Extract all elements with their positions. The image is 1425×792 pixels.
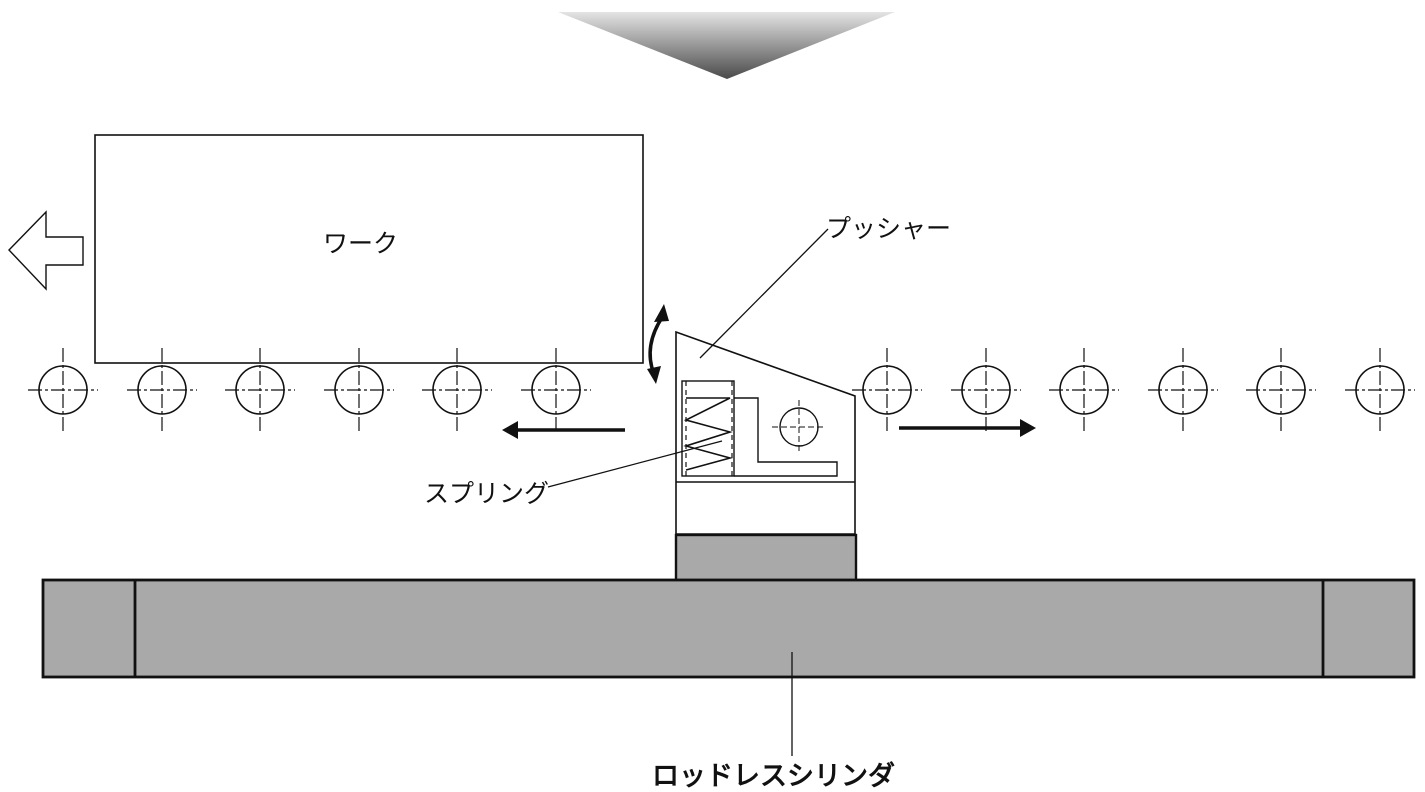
roller-icon (1246, 348, 1316, 432)
work-label: ワーク (323, 229, 399, 258)
rodless-cylinder-label: ロッドレスシリンダ (652, 761, 895, 792)
roller-icon (951, 348, 1021, 432)
roller-icon (127, 348, 197, 432)
spring-label: スプリング (424, 479, 550, 508)
pusher-label: プッシャー (826, 214, 952, 243)
left-motion-arrow-icon (502, 421, 625, 439)
pusher-leader-line (699, 228, 829, 359)
roller-icon (852, 348, 922, 432)
roller-icon (1049, 348, 1119, 432)
rodless-cylinder (41, 578, 1416, 679)
right-motion-arrow-icon (899, 419, 1036, 437)
roller-icon (422, 348, 492, 432)
left-hollow-arrow-icon (8, 210, 84, 291)
pusher-assembly (675, 330, 856, 535)
roller-row (28, 348, 1415, 432)
roller-icon (521, 348, 591, 432)
spring-leader-line (547, 440, 723, 488)
spring-icon (683, 397, 734, 471)
work-box (94, 134, 644, 364)
roller-icon (225, 348, 295, 432)
roller-icon (1148, 348, 1218, 432)
roller-icon (324, 348, 394, 432)
roller-icon (1345, 348, 1415, 432)
down-arrow-icon (558, 12, 895, 79)
roller-icon (28, 348, 98, 432)
rotation-arrow-icon (647, 304, 669, 384)
carriage-block (674, 533, 858, 583)
